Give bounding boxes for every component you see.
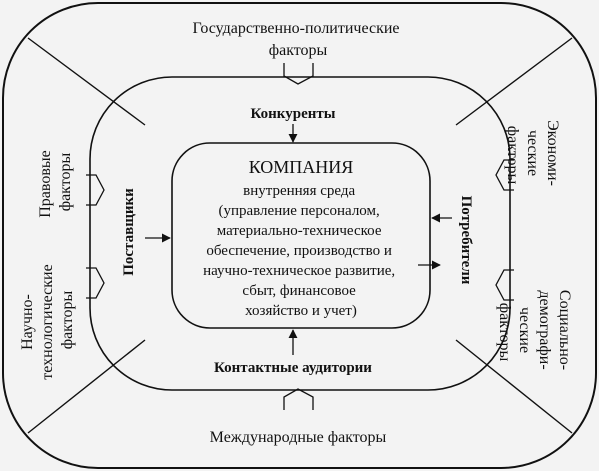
arrow-left-upper-factor [86,174,105,206]
arrow-right-lower-factor [495,269,514,301]
outer-factor-arrows [86,63,514,410]
factor-international: Международные факторы [210,429,387,446]
arrow-right-upper-factor [495,159,514,191]
factor-legal: Правовые факторы [37,146,74,218]
label-contact-audiences: Контактные аудитории [214,360,372,376]
label-suppliers: Поставщики [121,188,137,276]
middle-arrows [145,124,452,355]
company-frame [171,142,431,329]
arrow-left-lower-factor [86,267,105,299]
arrow-bottom-factor [283,388,314,410]
sector-dividers [27,37,573,434]
arrow-top-factor [283,63,314,85]
company-description: внутренняя среда (управление персоналом,… [203,183,399,319]
factor-economic: Экономи- ческие факторы [504,120,561,190]
company-title: КОМПАНИЯ [249,157,354,177]
factor-demographic: Социально- демографи- ческие факторы [496,290,573,374]
factor-technological: Научно- технологические факторы [19,260,76,379]
label-consumers: Потребители [458,196,474,285]
factor-political: Государственно-политические факторы [192,20,403,59]
label-competitors: Конкуренты [251,106,336,122]
